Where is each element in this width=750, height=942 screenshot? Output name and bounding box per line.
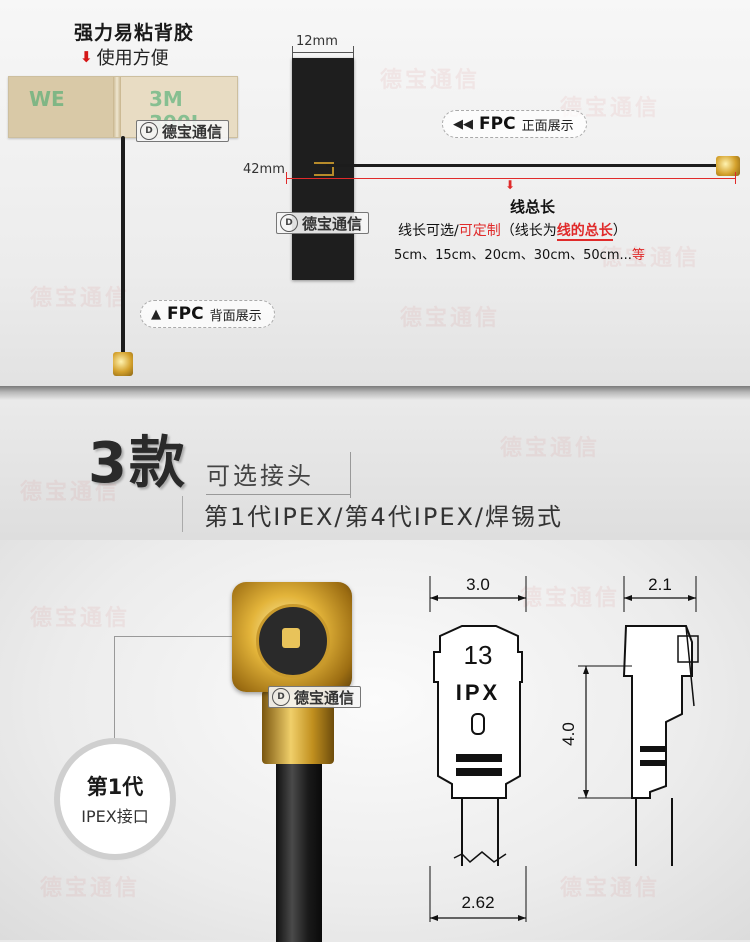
tape-liner xyxy=(9,77,117,137)
width-dim-tick xyxy=(292,46,293,58)
tape-print-left: WE xyxy=(29,87,65,111)
connector-types: 第1代IPEX/第4代IPEX/焊锡式 xyxy=(204,503,564,531)
callout-line xyxy=(114,636,115,746)
divider xyxy=(350,452,351,498)
watermark: 德宝通信 xyxy=(380,68,481,93)
total-length-tick xyxy=(286,172,287,184)
badge-generation: 第1代 xyxy=(86,775,144,799)
connector-options-banner: 德宝通信 德宝通信 3款 可选接头 第1代IPEX/第4代IPEX/焊锡式 xyxy=(0,400,750,540)
brand-name: 德宝通信 xyxy=(294,688,355,707)
brand-badge: D 德宝通信 xyxy=(268,686,362,708)
watermark: 德宝通信 xyxy=(30,606,131,631)
fpc-front-bold: FPC xyxy=(479,114,516,134)
dim-width-bottom: 2.62 xyxy=(461,893,494,912)
watermark: 德宝通信 xyxy=(600,246,701,271)
pcb-trace xyxy=(314,162,334,176)
callout-line xyxy=(114,636,250,637)
dim-height: 4.0 xyxy=(559,722,578,746)
connector-technical-drawing: 3.0 13 IPX 2.62 2.1 xyxy=(429,575,699,922)
connector-pin xyxy=(282,628,300,648)
length-options: 线长可选/可定制（线长为线的总长） xyxy=(398,223,627,241)
model-number: 13 xyxy=(464,640,493,670)
ipex-gen1-panel: 德宝通信 德宝通信 德宝通信 德宝通信 D 德宝通信 第1代 IPEX接口 3.… xyxy=(0,540,750,942)
brand-logo-icon: D xyxy=(140,122,158,140)
watermark: 德宝通信 xyxy=(30,286,131,311)
divider xyxy=(182,496,183,532)
up-arrow-icon: ▲ xyxy=(151,306,161,322)
tape-fold xyxy=(113,77,121,137)
antenna-cable-horizontal xyxy=(326,164,722,167)
dim-side-width: 2.1 xyxy=(648,575,672,594)
watermark: 德宝通信 xyxy=(20,480,121,505)
brand-name: 德宝通信 xyxy=(302,214,363,233)
ipex-connector-icon xyxy=(716,156,740,176)
panel-separator xyxy=(0,386,750,400)
brand-logo-icon: D xyxy=(272,688,290,706)
divider xyxy=(206,494,350,495)
watermark: 德宝通信 xyxy=(400,306,501,331)
tape-subtitle: 使用方便 xyxy=(96,48,169,69)
total-length-line xyxy=(286,178,736,179)
fpc-back-label: ▲ FPC 背面展示 xyxy=(140,300,275,328)
brand-logo-icon: D xyxy=(280,214,298,232)
options-label: 可选接头 xyxy=(206,462,314,490)
option-count: 3款 xyxy=(88,431,187,496)
left-arrow-icon: ◀◀ xyxy=(453,116,473,132)
brand-name: 德宝通信 xyxy=(162,122,223,141)
tape-title: 强力易粘背胶 xyxy=(74,22,195,44)
product-panel-fpc: 德宝通信 德宝通信 德宝通信 德宝通信 德宝通信 强力易粘背胶 ⬇ 使用方便 W… xyxy=(0,0,750,388)
antenna-cable-vertical xyxy=(121,136,125,358)
width-dim-line xyxy=(292,52,354,53)
fpc-antenna-board xyxy=(292,58,354,280)
brand-mark: IPX xyxy=(456,680,500,705)
length-values: 5cm、15cm、20cm、30cm、50cm...等 xyxy=(394,248,645,263)
brand-badge: D 德宝通信 xyxy=(136,120,230,142)
fpc-front-text: 正面展示 xyxy=(521,118,574,134)
tape-subtitle-row: ⬇ 使用方便 xyxy=(80,44,169,70)
red-down-arrow-icon: ⬇ xyxy=(505,178,516,192)
ipex-connector-icon xyxy=(113,352,133,376)
fpc-back-text: 背面展示 xyxy=(209,308,262,324)
down-arrow-icon: ⬇ xyxy=(80,48,93,66)
watermark: 德宝通信 xyxy=(560,876,661,901)
total-length-title: 线总长 xyxy=(510,198,556,216)
coax-cable xyxy=(276,760,322,942)
brand-badge: D 德宝通信 xyxy=(276,212,370,234)
width-label: 12mm xyxy=(296,34,338,49)
watermark: 德宝通信 xyxy=(40,876,141,901)
badge-interface: IPEX接口 xyxy=(81,807,149,826)
width-dim-tick xyxy=(353,46,354,58)
watermark: 德宝通信 xyxy=(520,586,621,611)
total-length-tick xyxy=(735,172,736,184)
height-label: 42mm xyxy=(243,162,285,177)
fpc-front-label: ◀◀ FPC 正面展示 xyxy=(442,110,587,138)
dim-width-top: 3.0 xyxy=(466,575,490,594)
fpc-back-bold: FPC xyxy=(167,304,204,324)
watermark: 德宝通信 xyxy=(500,436,601,461)
generation-badge: 第1代 IPEX接口 xyxy=(60,744,170,854)
